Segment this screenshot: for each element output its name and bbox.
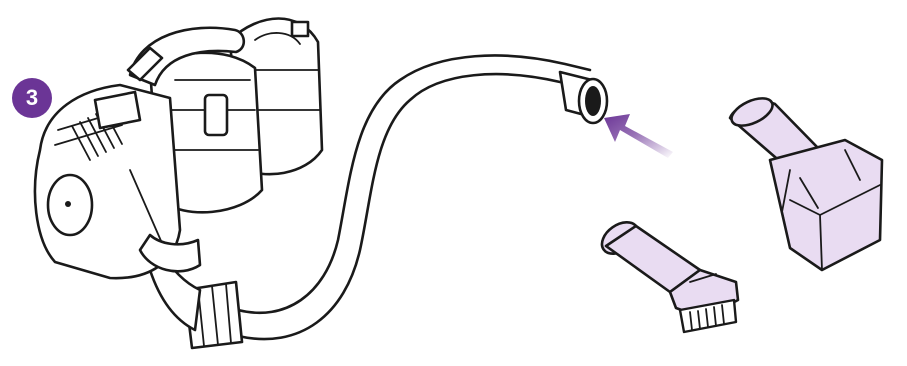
turbo-brush-icon: [727, 93, 882, 270]
step-number: 3: [26, 85, 38, 111]
arrow-icon: [604, 114, 673, 158]
vacuum-motor-unit-icon: [35, 19, 322, 279]
dusting-brush-icon: [596, 216, 738, 332]
step-number-badge: 3: [12, 78, 52, 118]
